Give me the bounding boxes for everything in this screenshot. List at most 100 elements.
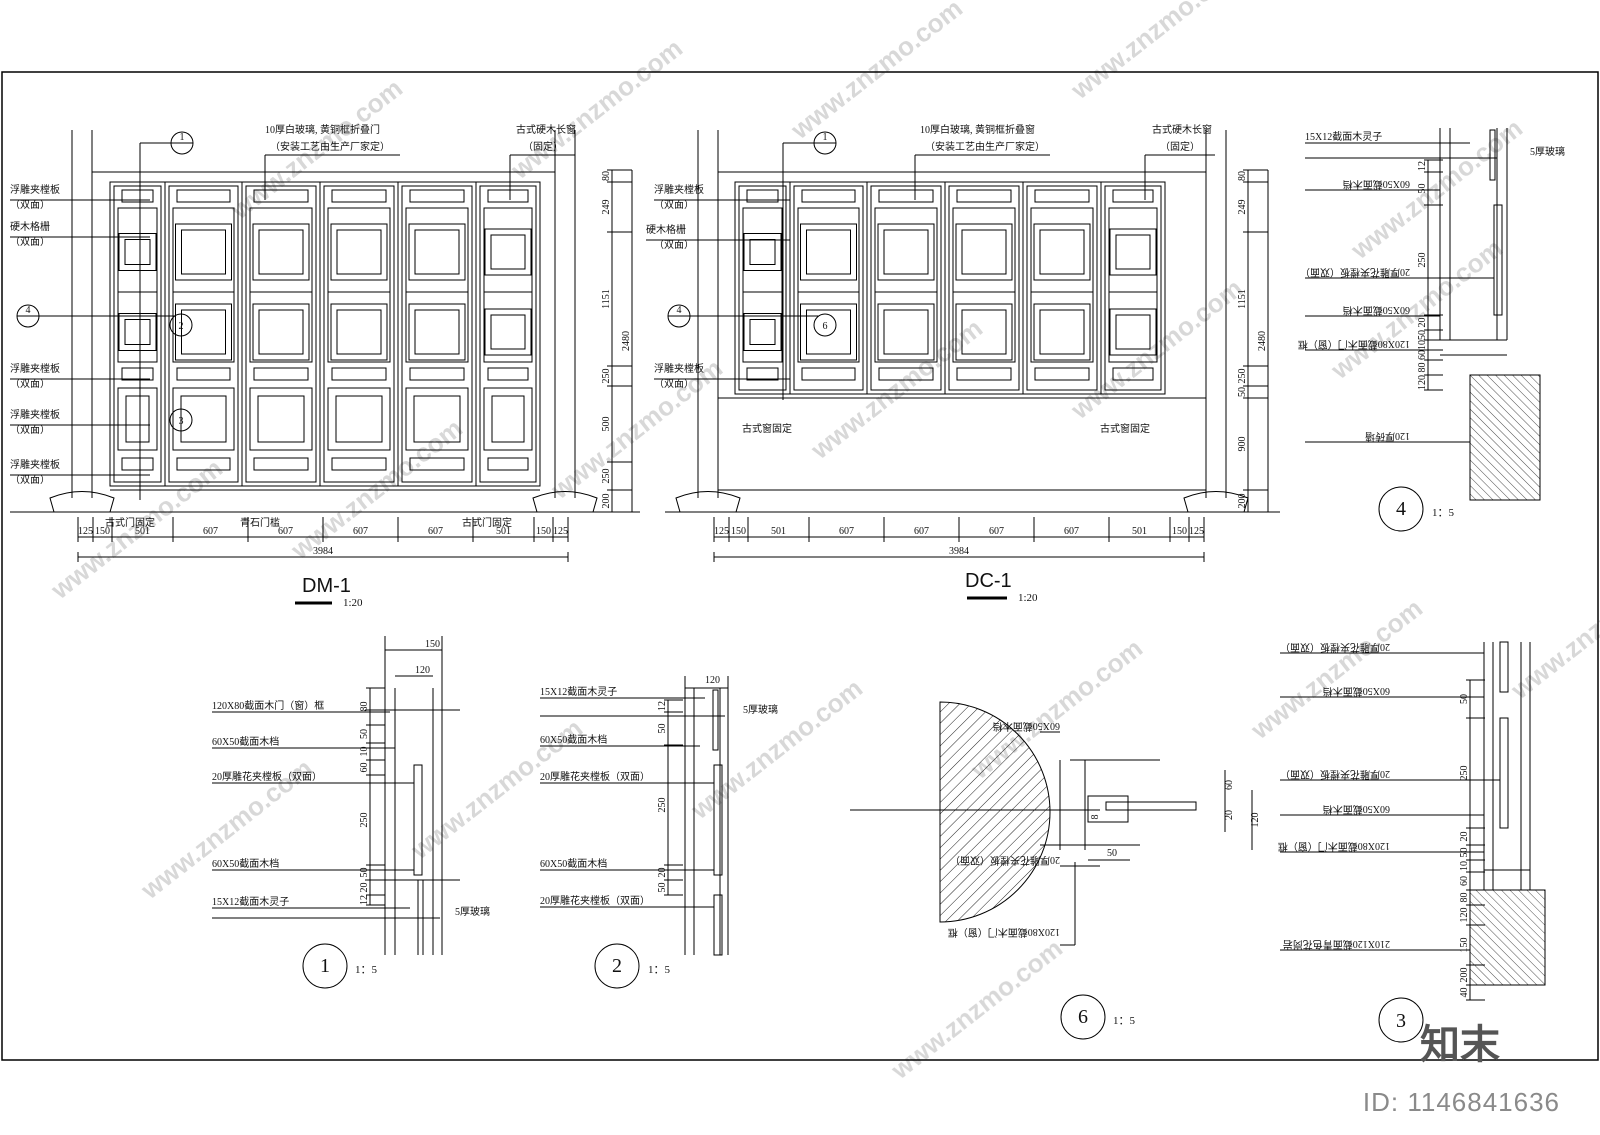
- dimension-value: 607: [914, 526, 929, 537]
- detail6-scale: 1：5: [1113, 1015, 1135, 1027]
- dimension-value: 40: [1459, 988, 1470, 998]
- elevation-dm1: 1 4 2 3 10厚白玻璃, 黄铜框折叠门 （安装工艺由生产厂家定） 古式硬木…: [10, 123, 640, 609]
- dimension-value: 60: [1224, 780, 1235, 790]
- watermark-text: www.znzmo.com: [884, 933, 1068, 1086]
- svg-text:6: 6: [823, 321, 828, 332]
- dimension-value: 607: [428, 526, 443, 537]
- detail-label: 5厚玻璃: [743, 703, 778, 716]
- detail-label: 120厚砖墙: [1365, 430, 1410, 443]
- detail-label: 60X50截面木档: [540, 733, 607, 746]
- dimension-value: 50: [657, 883, 668, 893]
- dc1-note-panel-top: 浮雕夹樘板: [654, 183, 704, 196]
- dimension-value: 125: [714, 526, 729, 537]
- dimension-value: 150: [1172, 526, 1187, 537]
- dc1-note-lattice-sub: （双面）: [654, 239, 694, 251]
- dimension-value: 60: [1417, 350, 1428, 360]
- dimension-value: 20: [1417, 318, 1428, 328]
- dimension-value: 10: [359, 747, 370, 757]
- dm1-callout-1: 1: [139, 131, 194, 500]
- leaf-panel: [475, 181, 541, 487]
- watermark-text: www.znzmo.com: [804, 313, 988, 466]
- dm1-note-lattice-sub: （双面）: [10, 236, 50, 248]
- dimension-value: 80: [1459, 893, 1470, 903]
- watermark-text: www.znzmo.com: [544, 353, 728, 506]
- dimension-value: 249: [1237, 200, 1248, 215]
- detail-label: 15X12截面木灵子: [540, 685, 617, 698]
- dimension-value: 125: [78, 526, 93, 537]
- detail-2: 120 15X12截面木灵子5厚玻璃60X50截面木档20厚雕花夹樘板（双面）6…: [540, 675, 778, 989]
- detail4-labels: 15X12截面木灵子5厚玻璃60X50截面木档20厚雕花夹樘板（双面）60X50…: [1298, 130, 1565, 443]
- dc1-note-panel-mid: 浮雕夹樘板: [654, 362, 704, 375]
- dc1-note-window-sub: （固定）: [1160, 140, 1200, 153]
- detail-label: 60X50截面木档: [1323, 803, 1390, 816]
- detail6-number: 6: [1078, 1006, 1088, 1028]
- sheet-border: [1, 71, 1599, 1061]
- detail-label: 120X80截面木门（窗）框: [1298, 338, 1410, 351]
- dimension-value: 12: [1417, 161, 1428, 171]
- detail4-number: 4: [1396, 498, 1406, 520]
- dimension-value: 50: [1237, 387, 1248, 397]
- dimension-value: 12: [359, 895, 370, 905]
- dm1-note-glass: 10厚白玻璃, 黄铜框折叠门: [265, 123, 380, 136]
- dimension-total: 3984: [949, 546, 969, 557]
- dc1-note-window: 古式硬木长窗: [1152, 123, 1212, 136]
- dimension-value: 250: [1459, 766, 1470, 781]
- dm1-note-window: 古式硬木长窗: [516, 123, 576, 136]
- dimension-value: 249: [601, 200, 612, 215]
- dm1-note-panel-mid: 浮雕夹樘板: [10, 362, 60, 375]
- dimension-total: 2480: [621, 331, 632, 351]
- dimension-value: 20: [1459, 832, 1470, 842]
- detail1-number: 1: [320, 955, 330, 977]
- dimension-value: 150: [1459, 938, 1470, 953]
- detail1-labels: 120X80截面木门（窗）框60X50截面木档20厚雕花夹樘板（双面）60X50…: [212, 699, 490, 919]
- dimension-value: 1151: [601, 289, 612, 309]
- svg-text:4: 4: [677, 305, 682, 316]
- dm1-note-panel-bottom: 浮雕夹樘板: [10, 458, 60, 471]
- dimension-value: 80: [1237, 171, 1248, 181]
- dm1-note-window-sub: （固定）: [523, 140, 563, 153]
- dc1-note-glass-sub: （安装工艺由生产厂家定）: [925, 140, 1045, 153]
- detail-label: 60X50截面木档: [1343, 178, 1410, 191]
- detail-label: 60X50截面木档: [540, 857, 607, 870]
- dimension-value: 20: [1224, 810, 1235, 820]
- detail1-scale: 1：5: [355, 964, 377, 976]
- dm1-note-panel-bottom-sub: （双面）: [10, 474, 50, 486]
- svg-text:2: 2: [179, 321, 184, 332]
- leaf-panel: [241, 181, 321, 487]
- dc1-window-panels: [734, 181, 1166, 395]
- dimension-value: 50: [1107, 848, 1117, 859]
- dimension-value: 120: [1459, 908, 1470, 923]
- dimension-value: 501: [1132, 526, 1147, 537]
- detail3-labels: 20厚雕花夹樘板（双面）60X50截面木档20厚雕花夹樘板（双面）60X50截面…: [1278, 641, 1500, 951]
- leaf-panel: [944, 181, 1024, 395]
- watermark-text: www.znzmo.com: [504, 33, 688, 186]
- dc1-note-panel-mid-sub: （双面）: [654, 378, 694, 390]
- dm1-callout-3: 3: [169, 408, 193, 432]
- brand-logo: 知末: [1420, 1022, 1500, 1068]
- detail-label: 60X50截面木档: [212, 735, 279, 748]
- dimension-value: 250: [1237, 369, 1248, 384]
- dm1-note-panel-top: 浮雕夹樘板: [10, 183, 60, 196]
- dimension-value: 125: [553, 526, 568, 537]
- dimension-value: 12: [657, 701, 668, 711]
- dc1-scale: 1:20: [1018, 592, 1038, 604]
- dimension-value: 150: [536, 526, 551, 537]
- dimension-value: 50: [359, 868, 370, 878]
- dimension-value: 120: [1417, 375, 1428, 390]
- dimension-value: 125: [1189, 526, 1204, 537]
- dm1-note-panel-top-sub: （双面）: [10, 199, 50, 211]
- detail-label: 60X50截面木档: [1323, 685, 1390, 698]
- dimension-value: 50: [1417, 330, 1428, 340]
- watermark-text: www.znzmo.com: [1064, 0, 1248, 105]
- dm1-note-panel-low: 浮雕夹樘板: [10, 408, 60, 421]
- dimension-value: 50: [657, 724, 668, 734]
- dimension-value: 501: [496, 526, 511, 537]
- dm1-door-panels: [109, 181, 541, 487]
- detail3-number: 3: [1396, 1010, 1406, 1032]
